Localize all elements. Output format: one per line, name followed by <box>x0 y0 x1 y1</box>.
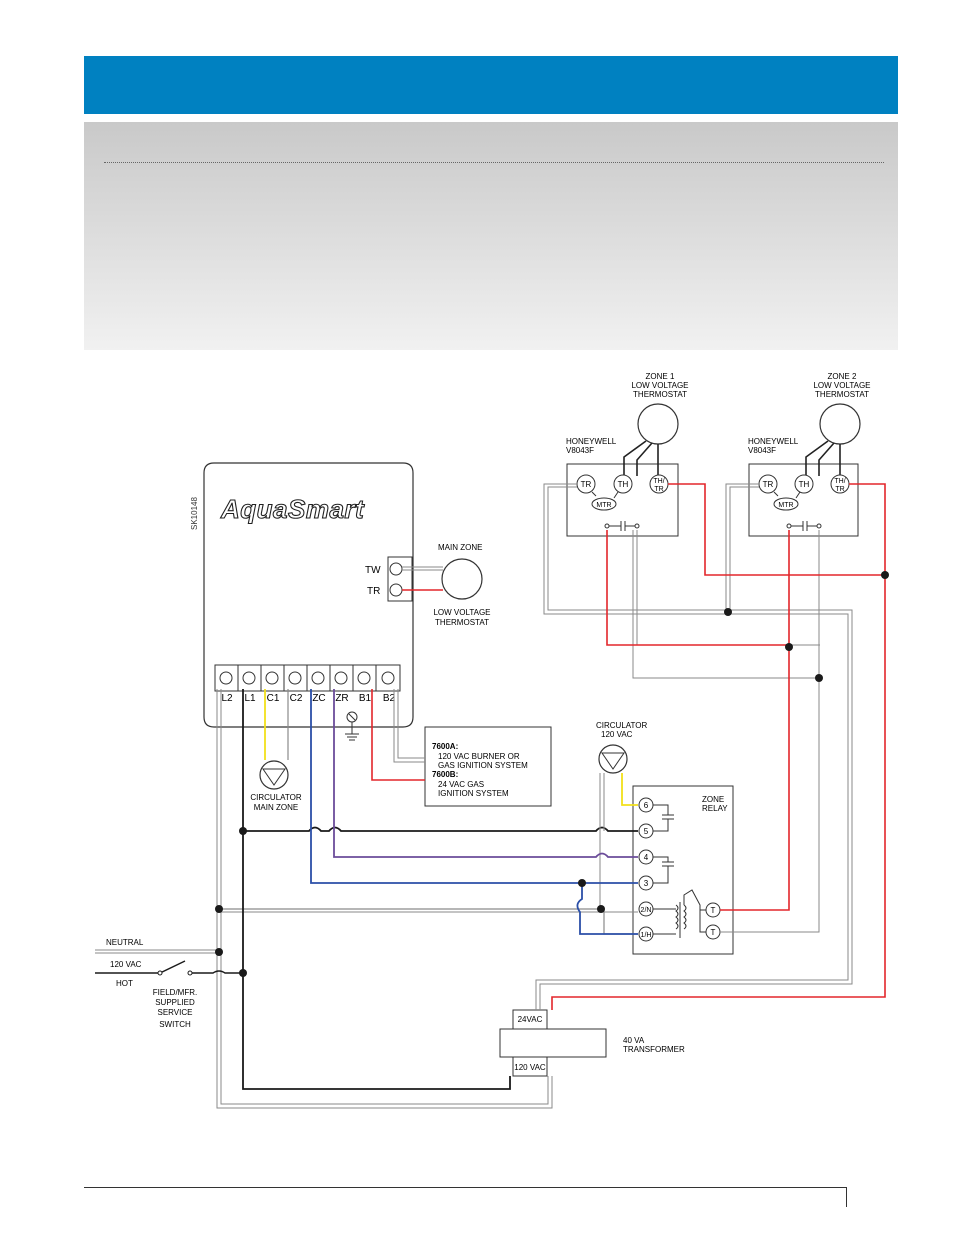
info-panel <box>84 122 898 350</box>
switch-label-1: FIELD/MFR. <box>153 988 197 997</box>
relay-terminal-1h: 1/H <box>641 932 652 939</box>
main-zone-label: MAIN ZONE <box>438 543 482 552</box>
burner-7600b: 7600B: <box>432 770 458 779</box>
zone2-thermostat-icon <box>819 403 861 445</box>
transformer-type: TRANSFORMER <box>623 1045 685 1054</box>
relay-terminal-3: 3 <box>644 879 649 888</box>
zone2-terminal-th: TH <box>799 480 810 489</box>
main-zone-thermostat: MAIN ZONE LOW VOLTAGE THERMOSTAT <box>433 543 490 627</box>
relay-terminal-5: 5 <box>644 827 649 836</box>
circulator-relay-label-2: 120 VAC <box>601 730 633 739</box>
zone2-brand: HONEYWELL <box>748 437 799 446</box>
zone1-thermostat-icon <box>637 403 679 445</box>
terminal-l2: L2 <box>221 693 233 704</box>
zone1-title-1: ZONE 1 <box>646 372 675 381</box>
terminal-b2: B2 <box>383 693 396 704</box>
relay-terminal-6: 6 <box>644 801 649 810</box>
zone2-model: V8043F <box>748 446 776 455</box>
transformer-120vac: 120 VAC <box>514 1063 546 1072</box>
voltage-label: 120 VAC <box>110 960 142 969</box>
terminal-b1: B1 <box>359 693 372 704</box>
circulator-relay-icon: CIRCULATOR 120 VAC <box>596 721 647 774</box>
switch-label-2: SUPPLIED <box>155 998 195 1007</box>
zone2-terminal-thtr-b: TR <box>835 486 844 493</box>
relay-coil-t2: T <box>711 928 716 937</box>
zone2: ZONE 2 LOW VOLTAGE THERMOSTAT HONEYWELL … <box>748 372 871 537</box>
footer-rule <box>84 1187 846 1188</box>
circulator-main-icon: CIRCULATOR MAIN ZONE <box>250 760 302 812</box>
terminal-c2: C2 <box>290 693 303 704</box>
terminal-zc: ZC <box>312 693 325 704</box>
header-bar <box>84 56 898 114</box>
relay-terminal-4: 4 <box>644 853 649 862</box>
junction-dots <box>215 571 889 977</box>
zone-relay-title-2: RELAY <box>702 804 728 813</box>
burner-line3: GAS IGNITION SYSTEM <box>438 761 528 770</box>
dotted-rule <box>104 162 884 163</box>
relay-terminal-2n: 2/N <box>641 907 652 914</box>
part-number: SK10148 <box>190 497 199 530</box>
burner-line5: 24 VAC GAS <box>438 780 484 789</box>
zone2-title-1: ZONE 2 <box>828 372 857 381</box>
neutral-label: NEUTRAL <box>106 938 144 947</box>
zone1-model: V8043F <box>566 446 594 455</box>
burner-box: 7600A: 120 VAC BURNER OR GAS IGNITION SY… <box>424 726 552 807</box>
switch-label-4: SWITCH <box>159 1020 191 1029</box>
main-zone-sub-1: LOW VOLTAGE <box>433 608 490 617</box>
zone2-terminal-thtr-a: TH/ <box>834 478 845 485</box>
transformer-24vac: 24VAC <box>518 1015 543 1024</box>
zone2-title-3: THERMOSTAT <box>815 390 869 399</box>
burner-line6: IGNITION SYSTEM <box>438 789 509 798</box>
ground-icon <box>345 711 359 741</box>
circulator-relay-label-1: CIRCULATOR <box>596 721 647 730</box>
zone-relay-title-1: ZONE <box>702 795 724 804</box>
brand-logo: AquaSmart <box>220 494 365 524</box>
zone1-terminal-thtr-b: TR <box>654 486 663 493</box>
zone2-terminal-tr: TR <box>763 480 774 489</box>
controller-box: SK10148 AquaSmart TW TR L2 L1 C1 C2 <box>190 462 414 741</box>
circulator-main-label-2: MAIN ZONE <box>254 803 298 812</box>
power-labels: NEUTRAL 120 VAC HOT FIELD/MFR. SUPPLIED … <box>106 938 197 1029</box>
footer-tick <box>846 1187 847 1207</box>
terminal-c1: C1 <box>267 693 280 704</box>
zone1-terminal-th: TH <box>618 480 629 489</box>
wires <box>95 483 886 1109</box>
transformer-rating: 40 VA <box>623 1036 645 1045</box>
switch-label-3: SERVICE <box>158 1008 193 1017</box>
terminal-zr: ZR <box>335 693 348 704</box>
terminal-l1: L1 <box>244 693 256 704</box>
zone1-terminal-thtr-a: TH/ <box>653 478 664 485</box>
zone2-mtr: MTR <box>778 502 793 509</box>
zone1-brand: HONEYWELL <box>566 437 617 446</box>
zone1-title-2: LOW VOLTAGE <box>631 381 688 390</box>
transformer: 24VAC 120 VAC 40 VA TRANSFORMER <box>499 1009 685 1077</box>
zone2-title-2: LOW VOLTAGE <box>813 381 870 390</box>
zone1: ZONE 1 LOW VOLTAGE THERMOSTAT HONEYWELL … <box>566 372 689 537</box>
main-zone-sub-2: THERMOSTAT <box>435 618 489 627</box>
circulator-main-label-1: CIRCULATOR <box>250 793 301 802</box>
zone-relay: ZONE RELAY 6 5 4 3 2/N 1/H T T <box>632 785 734 955</box>
terminal-tw: TW <box>365 565 381 576</box>
zone1-title-3: THERMOSTAT <box>633 390 687 399</box>
relay-coil-t1: T <box>711 906 716 915</box>
zone1-mtr: MTR <box>596 502 611 509</box>
burner-line2: 120 VAC BURNER OR <box>438 752 520 761</box>
terminal-tr: TR <box>367 586 380 597</box>
burner-7600a: 7600A: <box>432 742 458 751</box>
terminal-strip: L2 L1 C1 C2 ZC ZR B1 B2 <box>214 664 401 704</box>
zone1-terminal-tr: TR <box>581 480 592 489</box>
hot-label: HOT <box>116 979 133 988</box>
